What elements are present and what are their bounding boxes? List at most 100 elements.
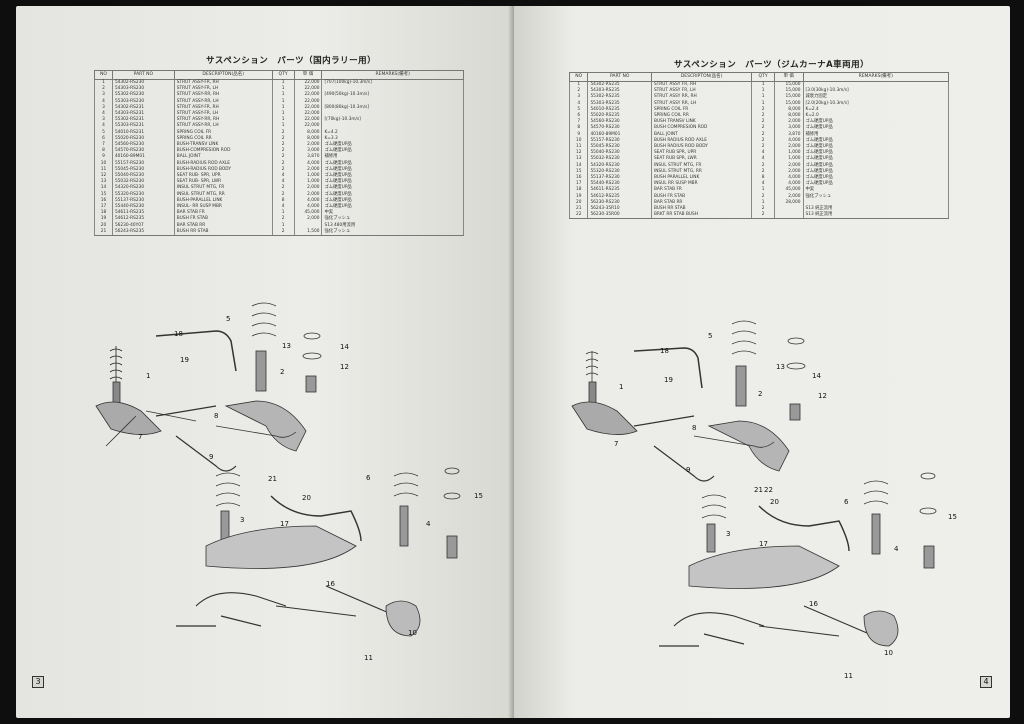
callout-3: 3 bbox=[240, 516, 244, 524]
cell-description: STRUT ASSY FR, RH bbox=[650, 81, 753, 89]
cell-no: 22 bbox=[568, 212, 589, 220]
cell-description: INSUL RR SUSP MBR bbox=[650, 181, 753, 188]
cell-unit-price: 2,000 bbox=[293, 166, 323, 174]
cell-no: 5 bbox=[568, 106, 589, 114]
cell-remarks: ゴム硬度UP品 bbox=[802, 119, 950, 126]
callout-8: 8 bbox=[214, 412, 218, 420]
callout-20: 20 bbox=[770, 498, 779, 506]
left-table-header: NO PART NO DESCRIPTON(品名) QTY 単 価 REMARK… bbox=[94, 70, 464, 80]
cell-remarks: S13 480用流用 bbox=[321, 222, 464, 229]
cell-remarks: 中実 bbox=[321, 210, 464, 217]
cell-description: STRUT ASSY FR, LH bbox=[650, 88, 753, 95]
cell-description: BUSH PARALLEL LINK bbox=[650, 175, 753, 182]
cell-remarks: ゴム硬度UP品 bbox=[802, 168, 950, 176]
cell-remarks: [800(80kg)-10.3m/s] bbox=[321, 104, 464, 112]
cell-remarks: ゴム硬度UP品 bbox=[802, 156, 950, 163]
header-description: DESCRIPTON(品名) bbox=[650, 72, 753, 82]
callout-17: 17 bbox=[280, 520, 289, 528]
cell-remarks: ゴム硬度UP品 bbox=[321, 160, 464, 167]
cell-no: 2 bbox=[568, 88, 589, 95]
left-page-title: サスペンション パーツ（国内ラリー用） bbox=[206, 56, 377, 66]
cell-unit-price: 22,000 bbox=[293, 111, 323, 118]
cell-description: STRUT ASSY RR, RH bbox=[650, 94, 753, 101]
cell-remarks: 補修用 bbox=[321, 154, 464, 161]
cell-remarks bbox=[802, 81, 950, 89]
cell-unit-price bbox=[293, 222, 323, 229]
cell-no: 21 bbox=[568, 206, 589, 213]
callout-4: 4 bbox=[894, 545, 899, 553]
cell-remarks: K=2.0 bbox=[802, 113, 950, 120]
callout-19: 19 bbox=[664, 376, 673, 384]
cell-unit-price: 2,000 bbox=[293, 142, 323, 149]
cell-unit-price: 3,000 bbox=[293, 148, 323, 155]
callout-2: 2 bbox=[280, 368, 284, 376]
cell-description: BALL JOINT bbox=[650, 131, 753, 138]
cell-no: 1 bbox=[568, 81, 589, 89]
page-number-right: 4 bbox=[980, 676, 992, 688]
right-parts-table: NO PART NO DESCRIPTON(品名) QTY 単 価 REMARK… bbox=[568, 72, 950, 220]
callout-9: 9 bbox=[686, 466, 690, 474]
callout-10: 10 bbox=[408, 629, 417, 637]
cell-unit-price: 22,000 bbox=[293, 98, 323, 105]
cell-unit-price: 22,000 bbox=[293, 86, 323, 93]
catalog-spread: サスペンション パーツ（国内ラリー用） NO PART NO DESCRIPTO… bbox=[14, 6, 1012, 718]
callout-11: 11 bbox=[364, 654, 373, 662]
cell-remarks: ゴム硬度UP品 bbox=[802, 181, 950, 188]
callout-16: 16 bbox=[809, 600, 818, 608]
cell-unit-price: 1,500 bbox=[293, 228, 323, 237]
cell-description: INSUL STRUT MTG, RR bbox=[650, 168, 753, 176]
callout-5: 5 bbox=[708, 332, 712, 340]
left-parts-table: NO PART NO DESCRIPTON(品名) QTY 単 価 REMARK… bbox=[94, 70, 464, 237]
cell-remarks: K=4.2 bbox=[321, 129, 464, 136]
cell-remarks: K=3.3 bbox=[321, 135, 464, 143]
cell-remarks: 強化ブッシュ bbox=[802, 193, 950, 200]
cell-remarks: [3.0(30kg)-10.3m/s] bbox=[802, 88, 950, 95]
cell-remarks: ゴム硬度UP品 bbox=[802, 137, 950, 145]
cell-unit-price: 22,000 bbox=[293, 117, 323, 124]
cell-remarks: 中実 bbox=[802, 187, 950, 194]
callout-22: 22 bbox=[764, 486, 773, 494]
cell-no: 18 bbox=[568, 187, 589, 194]
cell-unit-price: 2,000 bbox=[293, 216, 323, 223]
callout-7: 7 bbox=[614, 440, 618, 448]
cell-description: BUSH FR STAB bbox=[650, 193, 753, 200]
callout-5: 5 bbox=[226, 315, 230, 323]
callout-3: 3 bbox=[726, 530, 730, 538]
cell-remarks bbox=[321, 123, 464, 130]
cell-no: 4 bbox=[568, 100, 589, 107]
callout-2: 2 bbox=[758, 390, 762, 398]
callout-8: 8 bbox=[692, 424, 696, 432]
callout-12: 12 bbox=[340, 363, 349, 371]
cell-no: 9 bbox=[568, 131, 589, 138]
cell-no: 14 bbox=[568, 162, 589, 169]
cell-remarks: ゴム硬度UP品 bbox=[802, 125, 950, 132]
cell-description: BUSH COMPRESION ROD bbox=[650, 125, 753, 132]
callout-21: 21 bbox=[268, 475, 277, 483]
cell-no: 17 bbox=[568, 181, 589, 188]
cell-remarks: ゴム硬度UP品 bbox=[321, 173, 464, 180]
cell-remarks: ゴム硬度UP品 bbox=[321, 204, 464, 211]
cell-remarks: ゴム硬度UP品 bbox=[321, 142, 464, 149]
header-remarks: REMARKS(備考) bbox=[802, 72, 950, 82]
header-remarks: REMARKS(備考) bbox=[321, 70, 464, 80]
cell-remarks: ゴム硬度UP品 bbox=[321, 179, 464, 186]
cell-description: BUSH TRANSV LINK bbox=[650, 119, 753, 126]
callout-10: 10 bbox=[884, 649, 893, 657]
